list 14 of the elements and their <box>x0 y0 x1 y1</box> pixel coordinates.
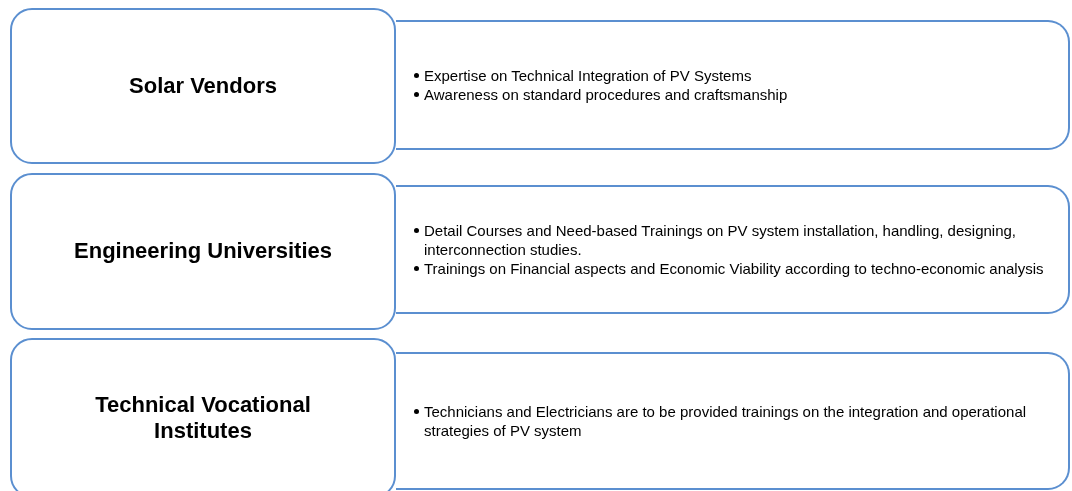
bullet-text: Detail Courses and Need-based Trainings on PV system installation, handling, designing, interconnection studies. <box>424 222 1016 258</box>
description-panel <box>396 352 1070 490</box>
category-title: Engineering Universities <box>73 238 333 265</box>
bullet-text: Awareness on standard procedures and craftsmanship <box>424 86 788 103</box>
bullet-text: Expertise on Technical Integration of PV Systems <box>424 67 752 84</box>
description-panel <box>396 20 1070 150</box>
category-box <box>10 173 396 330</box>
description-panel <box>396 185 1070 314</box>
bullet-text: Technicians and Electricians are to be provided trainings on the integration and operational strategies of PV system <box>424 403 1027 439</box>
category-title: Technical Vocational Institutes <box>94 391 312 445</box>
category-title: Solar Vendors <box>128 72 278 100</box>
category-box <box>10 338 396 491</box>
bullet-text: Trainings on Financial aspects and Economic Viability according to techno-economic analysis <box>424 260 1044 277</box>
category-box <box>10 8 396 164</box>
